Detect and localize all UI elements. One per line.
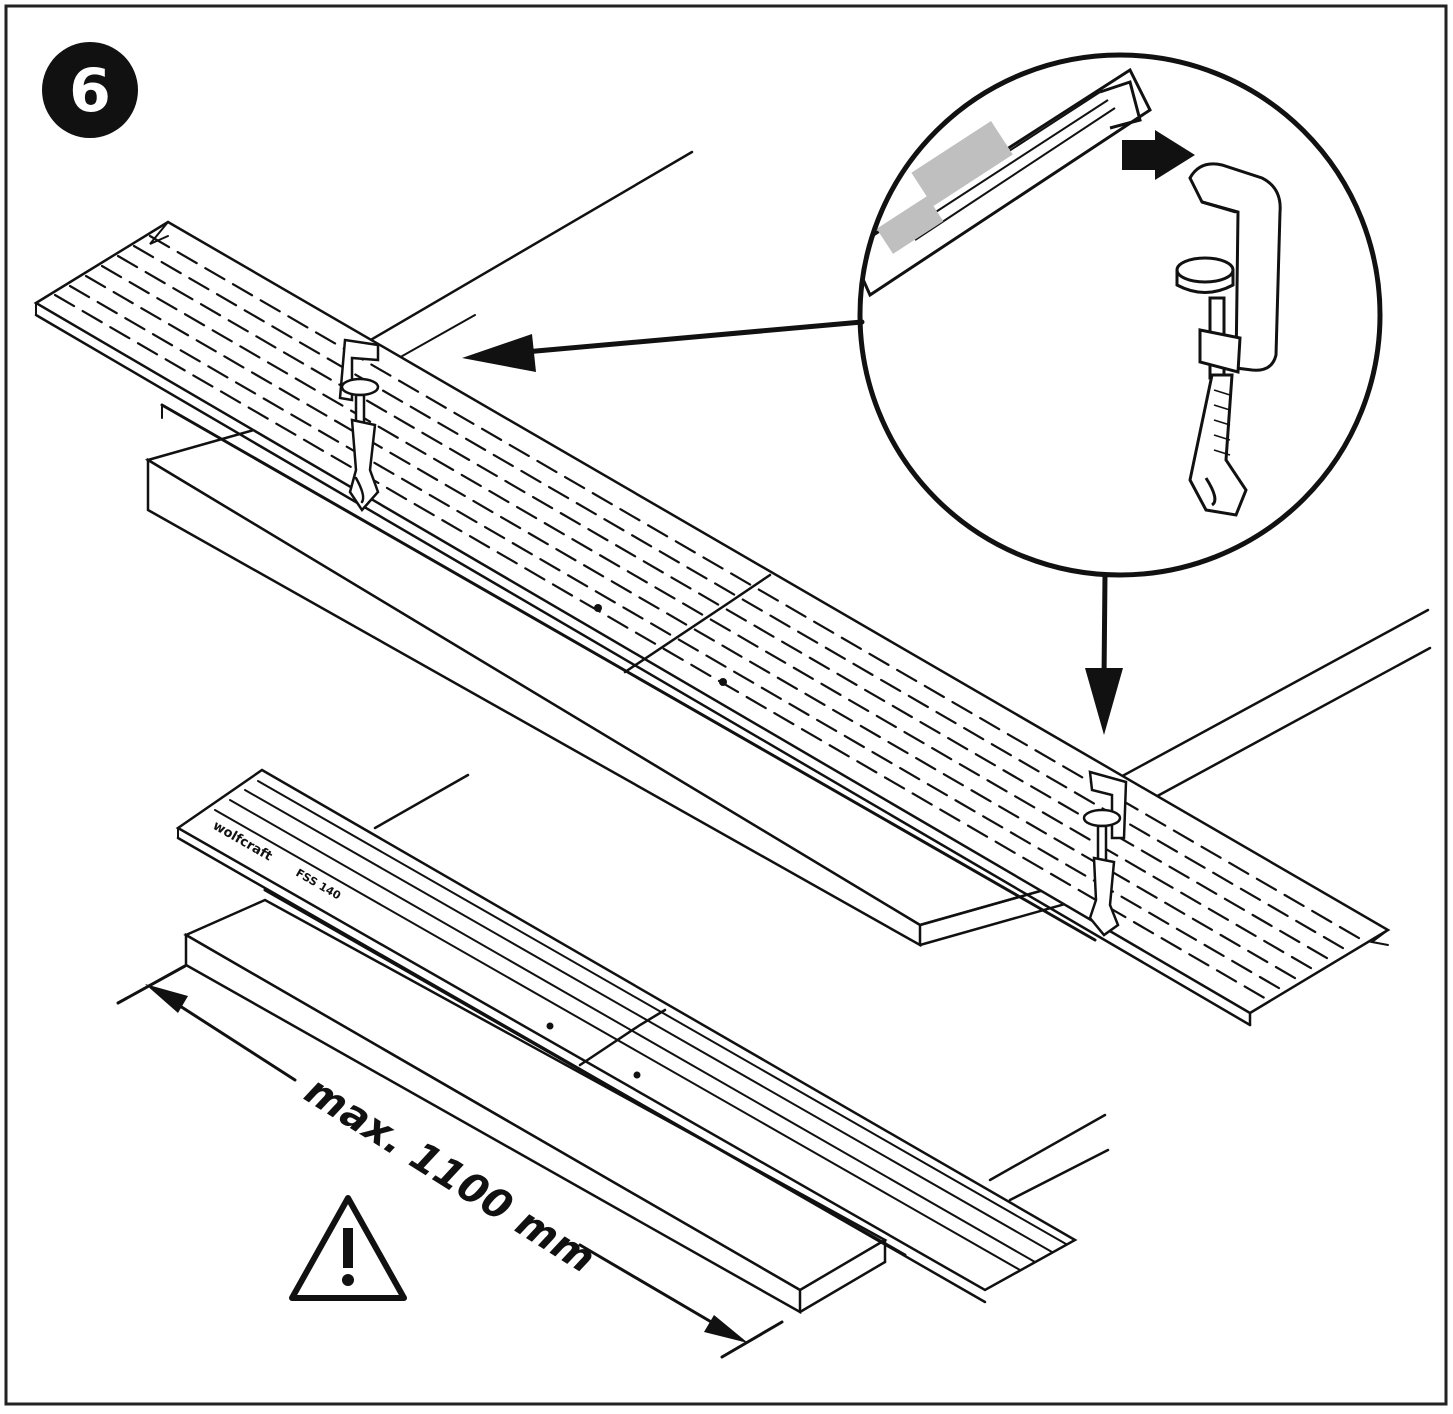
- clamp-icon: [338, 338, 380, 513]
- step-badge: 6: [42, 42, 138, 138]
- arrow-icon: [1122, 130, 1195, 180]
- guide-rail-top: [33, 220, 1391, 1027]
- clamp-icon: [1175, 162, 1282, 517]
- workpiece-board-bottom: [183, 898, 888, 1315]
- table-edge-back: [343, 150, 694, 357]
- warning-triangle-icon: [289, 1195, 407, 1301]
- clamp-icon: [1082, 770, 1128, 937]
- magnifier-circle: [857, 52, 1383, 578]
- magnified-detail: [857, 52, 1383, 578]
- step-number: 6: [69, 56, 111, 126]
- top-scene: [33, 150, 1432, 1027]
- arrow-icon: [462, 319, 865, 372]
- table-edge-back-lower: [373, 773, 470, 830]
- table-edge-right-2: [1148, 646, 1432, 802]
- arrow-icon: [1085, 572, 1123, 735]
- dimension-line: [116, 964, 784, 1359]
- guide-rail-bottom: wolfcraft FSS 140: [175, 768, 1078, 1304]
- table-edge-right-1: [1113, 608, 1430, 782]
